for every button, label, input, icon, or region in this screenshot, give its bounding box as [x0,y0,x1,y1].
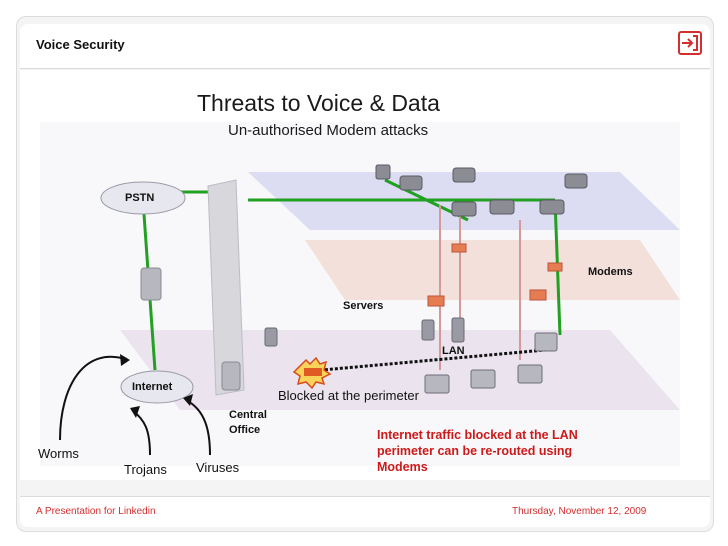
blocked-label: Blocked at the perimeter [278,388,419,403]
footer-date: Thursday, November 12, 2009 [512,506,647,517]
internet-label: Internet [132,381,173,393]
drop-lines [439,205,521,370]
perimeter-note-line-1: Internet traffic blocked at the LAN [377,428,578,442]
server-plane [305,240,680,300]
header-title: Voice Security [36,37,125,52]
perimeter-note: Internet traffic blocked at the LAN peri… [377,427,578,475]
internet-cloud [120,370,194,404]
footer-bar [20,496,710,527]
pstn-switch [140,267,162,301]
computer-group [424,332,558,394]
lan-link [299,348,546,374]
central-office-label-1: Central [229,409,267,421]
central-office-label-2: Office [229,424,261,436]
slide-subtitle: Un-authorised Modem attacks [228,122,429,139]
viruses-label: Viruses [196,460,240,475]
exit-icon[interactable] [678,31,702,55]
perimeter-note-line-2: perimeter can be re-routed using [377,444,573,458]
central-office-tower [207,179,245,396]
pstn-cloud [100,181,186,215]
lan-label: LAN [442,345,465,357]
server-group [264,317,465,347]
trojans-label: Trojans [124,462,167,477]
phone-group [375,164,588,217]
pstn-label: PSTN [125,192,155,204]
modem-group [427,243,563,307]
footer-left-text: A Presentation for Linkedin [36,506,156,517]
slide-title: Threats to Voice & Data [197,90,440,116]
perimeter-note-line-3: Modems [377,460,428,474]
worms-label: Worms [38,446,79,461]
header-bar [20,24,710,69]
office-switch [221,361,241,391]
modems-label: Modems [588,266,633,278]
servers-label: Servers [343,300,384,312]
